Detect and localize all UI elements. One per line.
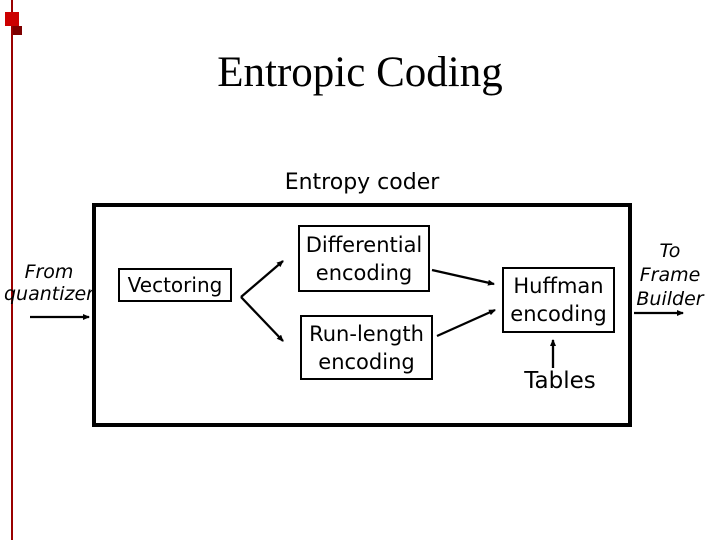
runlength-label-line2: encoding <box>318 349 415 374</box>
output-label-line1: To <box>659 240 681 262</box>
runlength-label-line1: Run-length <box>309 321 424 346</box>
run-length-encoding-box: Run-length encoding <box>300 315 433 380</box>
vectoring-box: Vectoring <box>118 268 232 302</box>
huffman-encoding-box: Huffman encoding <box>502 267 615 333</box>
entropy-coder-box <box>92 203 632 427</box>
vectoring-label: Vectoring <box>127 273 223 297</box>
differential-encoding-box: Differential encoding <box>298 225 430 292</box>
input-label-line2: quantizer <box>4 283 94 305</box>
output-label-line2: Frame <box>639 264 701 286</box>
input-label-line1: From <box>24 261 74 283</box>
output-label-line3: Builder <box>636 288 704 310</box>
output-label-to-frame-builder: To Frame Builder <box>632 239 708 311</box>
tables-label: Tables <box>524 368 596 394</box>
left-accent-line <box>11 0 13 540</box>
huffman-label-line2: encoding <box>510 302 607 326</box>
entropy-coder-label: Entropy coder <box>284 170 440 195</box>
huffman-label-line1: Huffman <box>513 274 604 298</box>
slide-title: Entropic Coding <box>217 49 503 96</box>
red-square-decoration <box>5 12 19 26</box>
input-label-from-quantizer: From quantizer <box>0 261 98 305</box>
differential-label-line2: encoding <box>315 260 413 285</box>
differential-label-line1: Differential <box>305 232 423 257</box>
dark-red-square-decoration <box>13 26 22 35</box>
